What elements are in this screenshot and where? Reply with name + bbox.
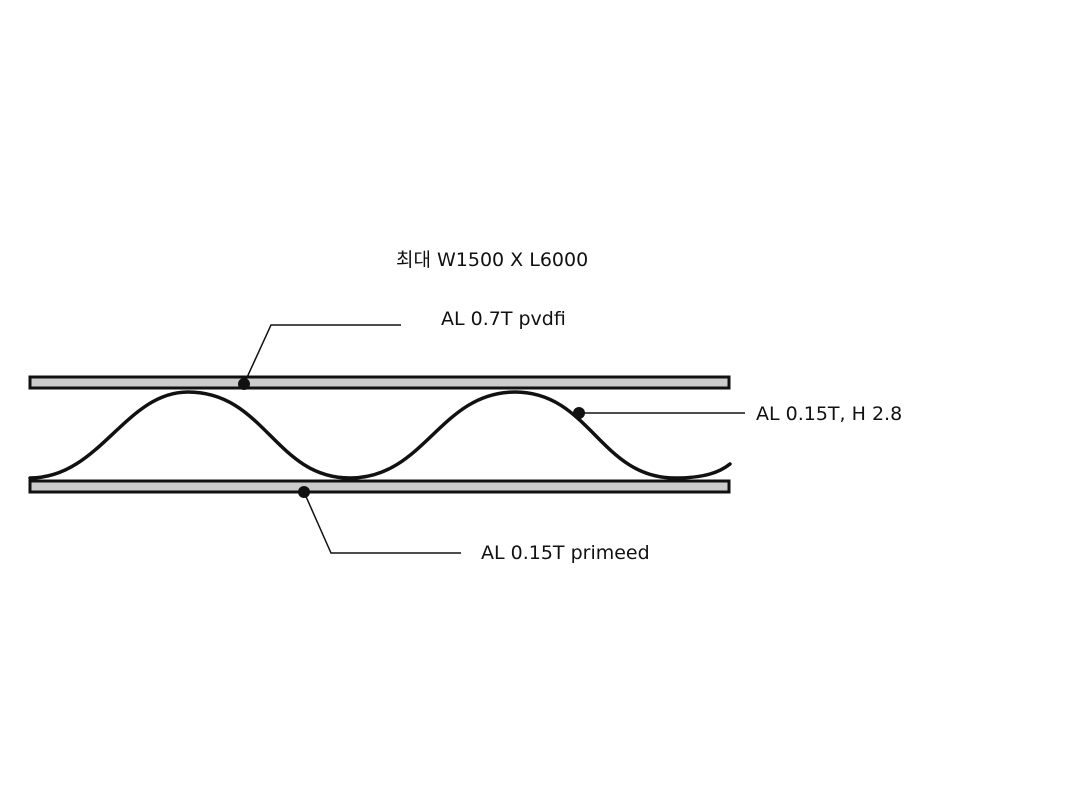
top-sheet-leader-line — [243, 324, 401, 385]
bottom-sheet-label: AL 0.15T primeed — [481, 542, 650, 564]
core-marker-dot — [573, 407, 585, 419]
top-sheet-label: AL 0.7T pvdfi — [441, 308, 566, 330]
core-label: AL 0.15T, H 2.8 — [756, 403, 902, 425]
bottom-sheet-leader-line — [303, 491, 461, 554]
top-face-sheet — [28, 375, 731, 390]
top-sheet-marker-dot — [238, 378, 250, 390]
bottom-sheet-marker-dot — [298, 486, 310, 498]
corrugated-core — [28, 390, 732, 480]
bottom-face-sheet — [28, 479, 731, 494]
size-note-label: 최대 W1500 X L6000 — [396, 249, 588, 271]
